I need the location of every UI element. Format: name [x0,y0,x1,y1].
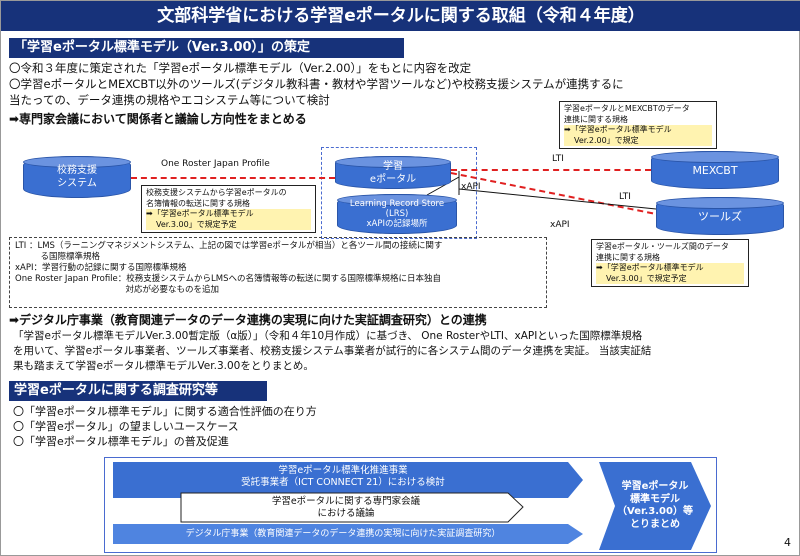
glossary-lti: LTI ：LMS（ラーニングマネジメントシステム、上記の図では学習eポータルが相… [15,241,443,251]
model-emphasis: ➡専門家会議において関係者と議論し方向性をまとめる [9,112,307,126]
lti-label-1: LTI [552,154,564,164]
tools-db: ツールズ [656,197,784,235]
oneroster-label: One Roster Japan Profile [161,159,270,169]
research-item-2: 〇「学習eポータル」の望ましいユースケース [13,420,239,433]
glossary-oneroster: One Roster Japan Profile：校務支援システムからLMSへの… [15,274,441,284]
digital-heading: ➡デジタル庁事業（教育関連データのデータ連携の実現に向けた実証調査研究）との連携 [9,313,487,327]
flow-result: 学習eポータル 標準モデル （Ver.3.00）等 とりまとめ [617,481,693,530]
glossary-box: LTI ：LMS（ラーニングマネジメントシステム、上記の図では学習eポータルが相… [9,237,547,308]
lrs-db: Learning Record Store(LRS)xAPIの記録場所 [337,194,457,234]
digital-line-2: を用いて、学習eポータル事業者、ツールズ事業者、校務支援システム事業者が試行的に… [13,345,652,357]
school-system-label: 校務支援システム [57,165,97,189]
callout-tools: 学習eポータル・ツールズ間のデータ 連携に関する規格 ➡「学習eポータル標準モデ… [591,239,749,287]
link-portal-mexcbt [451,169,651,171]
glossary-oneroster-cont: 対応が必要なものを追加 [15,285,220,295]
flow-arrows [113,462,583,544]
tools-label: ツールズ [698,209,742,223]
link-xapi [426,171,657,210]
school-system-db: 校務支援システム [23,156,131,198]
flow-bar-digital: デジタル庁事業（教育関連データのデータ連携の実現に向けた実証調査研究） [185,529,501,539]
model-line-2: 〇学習eポータルとMEXCBT以外のツールズ(デジタル教科書・教材や学習ツールな… [9,77,624,91]
callout-school: 校務支援システムから学習eポータルの 名簿情報の転送に関する規格 ➡「学習eポー… [141,185,316,233]
link-school-portal [131,177,335,179]
portal-frame [321,147,477,239]
flow-bar-ict: 学習eポータル標準化推進事業 受託事業者（ICT CONNECT 21）における… [241,465,445,488]
glossary-xapi: xAPI：学習行動の記録に関する国際標準規格 [15,263,187,273]
page-number: 4 [784,536,791,549]
flow-result-shape [599,462,711,550]
digital-line-3: 果も踏まえて学習eポータル標準モデルVer.3.00をとりまとめ。 [13,360,314,372]
model-line-3: 当たっての、データ連携の規格やエコシステム等について検討 [9,93,330,107]
mexcbt-label: MEXCBT [692,163,738,177]
lrs-label: Learning Record Store(LRS)xAPIの記録場所 [349,199,445,229]
mexcbt-db: MEXCBT [651,151,779,189]
research-item-3: 〇「学習eポータル標準モデル」の普及促進 [13,435,229,448]
process-flow [104,457,717,553]
link-portal-tools [450,172,657,215]
section-heading-model: 「学習eポータル標準モデル（Ver.3.00）」の策定 [9,38,404,58]
model-line-1: 〇令和３年度に策定された「学習eポータル標準モデル（Ver.2.00）」をもとに… [9,61,472,75]
research-item-1: 〇「学習eポータル標準モデル」に関する適合性評価の在り方 [13,405,317,418]
page-title: 文部科学省における学習eポータルに関する取組（令和４年度） [1,1,800,31]
section-heading-research: 学習eポータルに関する調査研究等 [9,381,267,401]
digital-line-1: 「学習eポータル標準モデルVer.3.00暫定版（α版）」（令和４年10月作成）… [13,330,643,342]
callout-mexcbt: 学習eポータルとMEXCBTのデータ 連携に関する規格 ➡「学習eポータル標準モ… [559,101,717,149]
xapi-label-2: xAPI [550,220,570,230]
flow-bar-expert: 学習eポータルに関する専門家会議 における議論 [271,496,421,519]
glossary-lti-cont: る国際標準規格 [15,252,101,262]
lti-label-2: LTI [619,192,631,202]
xapi-label-1: xAPI [461,182,481,192]
